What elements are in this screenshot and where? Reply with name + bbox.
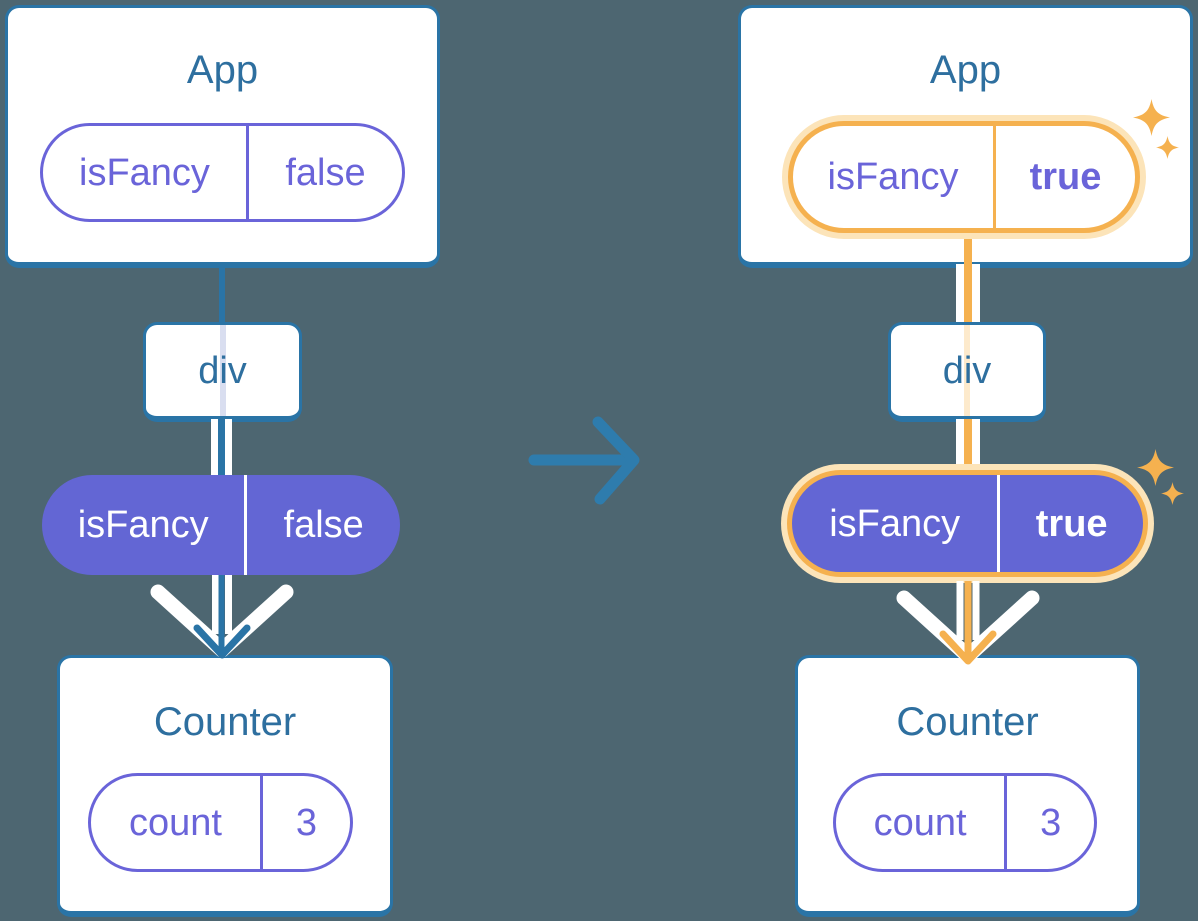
div-box-before: div [143,322,302,422]
div-box-after: div [888,322,1046,422]
counter-state-pill-after: count 3 [833,773,1097,872]
prop-value: true [997,475,1143,572]
transition-arrow-icon [528,416,640,505]
state-value: 3 [259,776,350,869]
div-label-after: div [942,349,992,392]
state-name: count [873,801,967,844]
sparkle-icon [1137,449,1174,486]
prop-pill-after-highlighted: isFancy true [787,470,1148,577]
counter-state-pill-before: count 3 [88,773,353,872]
prop-pass-through-line [964,325,970,416]
app-title-after: App [929,48,1002,92]
prop-name: isFancy [827,156,959,198]
prop-name: isFancy [79,151,210,194]
state-name: count [129,801,222,844]
sparkle-icon [1133,99,1170,136]
div-label-before: div [198,349,247,392]
prop-pill-before: isFancy false [42,475,400,575]
app-prop-pill-before: isFancy false [40,123,405,222]
app-title-before: App [186,48,259,92]
app-prop-pill-after-highlighted: isFancy true [788,121,1140,233]
flow-arrow-icon [150,575,294,659]
state-value: 3 [1004,776,1094,869]
counter-title-after: Counter [896,700,1039,744]
prop-name: isFancy [829,502,961,545]
prop-value: false [244,475,400,575]
prop-value: true [993,126,1135,228]
connector-div-pill-before [211,419,232,477]
sparkle-icon [1156,136,1179,159]
prop-value: false [245,126,402,219]
connector-app-div-after [956,264,980,324]
prop-pass-through-line [219,325,226,416]
sparkle-icon [1161,482,1184,505]
prop-name: isFancy [77,504,209,546]
flow-arrow-icon [896,581,1040,665]
counter-title-before: Counter [153,700,297,744]
connector-div-pill-after [956,419,980,475]
connector-pill-card-after [964,234,972,268]
connector-app-div-before [219,262,225,326]
